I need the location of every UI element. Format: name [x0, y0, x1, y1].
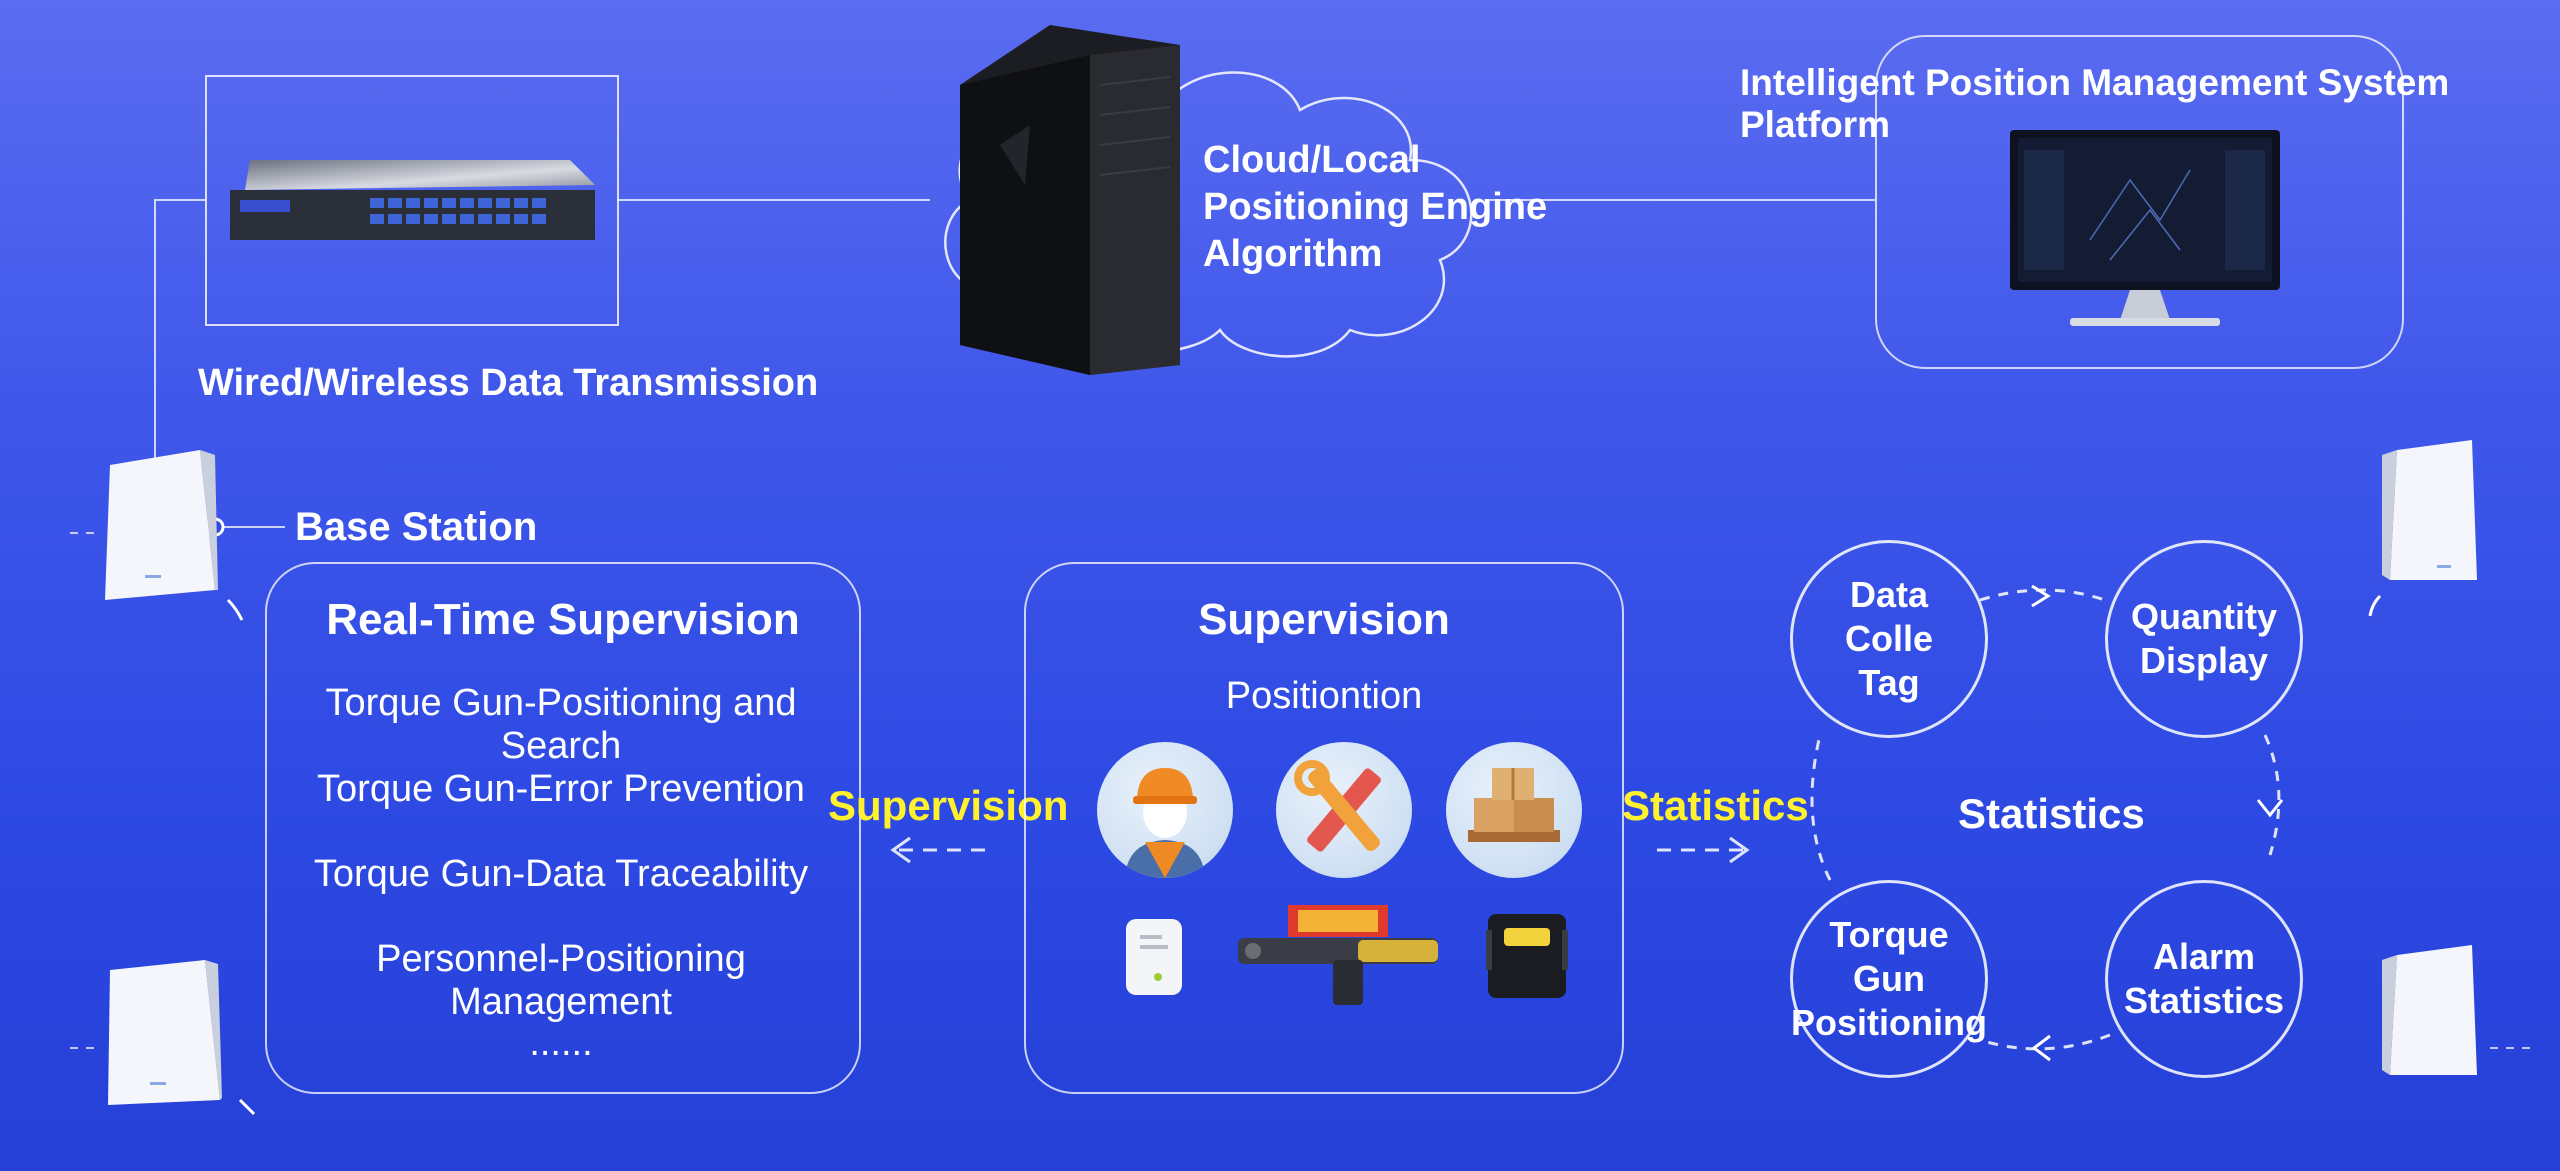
base-station-icon	[105, 450, 218, 600]
base-station-icon	[2382, 440, 2477, 580]
real-time-item: Torque Gun-Error Prevention	[317, 768, 805, 810]
torque-gun-icon	[1238, 905, 1438, 1005]
tracker-device-icon	[1486, 914, 1568, 998]
tag-device-icon	[1126, 919, 1182, 995]
supervision-panel	[1024, 562, 1624, 1094]
quantity-display-node: Quantity Display	[2105, 540, 2303, 738]
real-time-item: ......	[529, 1022, 593, 1064]
real-time-supervision-box	[265, 562, 861, 1094]
supervision-connector-label: Supervision	[828, 782, 1069, 829]
alarm-statistics-node: Alarm Statistics	[2105, 880, 2303, 1078]
base-station-icon	[2382, 945, 2477, 1075]
server-tower-icon	[960, 25, 1180, 375]
real-time-item: Torque Gun-Positioning and Search	[325, 682, 797, 767]
base-station-label: Base Station	[295, 505, 538, 549]
base-station-icon	[108, 960, 222, 1105]
wired-label: Wired/Wireless Data Transmission	[198, 362, 819, 404]
torque-gun-positioning-node: Torque Gun Positioning	[1790, 880, 1988, 1078]
real-time-title: Real-Time Supervision	[326, 595, 800, 644]
tools-icon	[1276, 742, 1412, 878]
supervision-subtitle: Positiontion	[1225, 675, 1423, 717]
worker-icon	[1097, 742, 1233, 878]
statistics-connector-label: Statistics	[1622, 782, 1809, 829]
data-collection-tag-node: Data Colle Tag	[1790, 540, 1988, 738]
real-time-item: Torque Gun-Data Traceability	[313, 853, 809, 895]
statistics-center-label: Statistics	[1958, 790, 2145, 837]
supervision-title: Supervision	[1198, 595, 1450, 644]
switch-frame	[205, 75, 619, 326]
real-time-item: Personnel-Positioning Management	[376, 938, 746, 1023]
cloud-label: Cloud/Local Positioning Engine Algorithm	[1203, 139, 1548, 275]
network-switch-icon	[230, 160, 595, 240]
platform-frame	[1875, 35, 2404, 369]
boxes-icon	[1446, 742, 1582, 878]
platform-title: Intelligent Position Management System P…	[1740, 62, 2450, 145]
monitor-icon	[2010, 130, 2280, 326]
